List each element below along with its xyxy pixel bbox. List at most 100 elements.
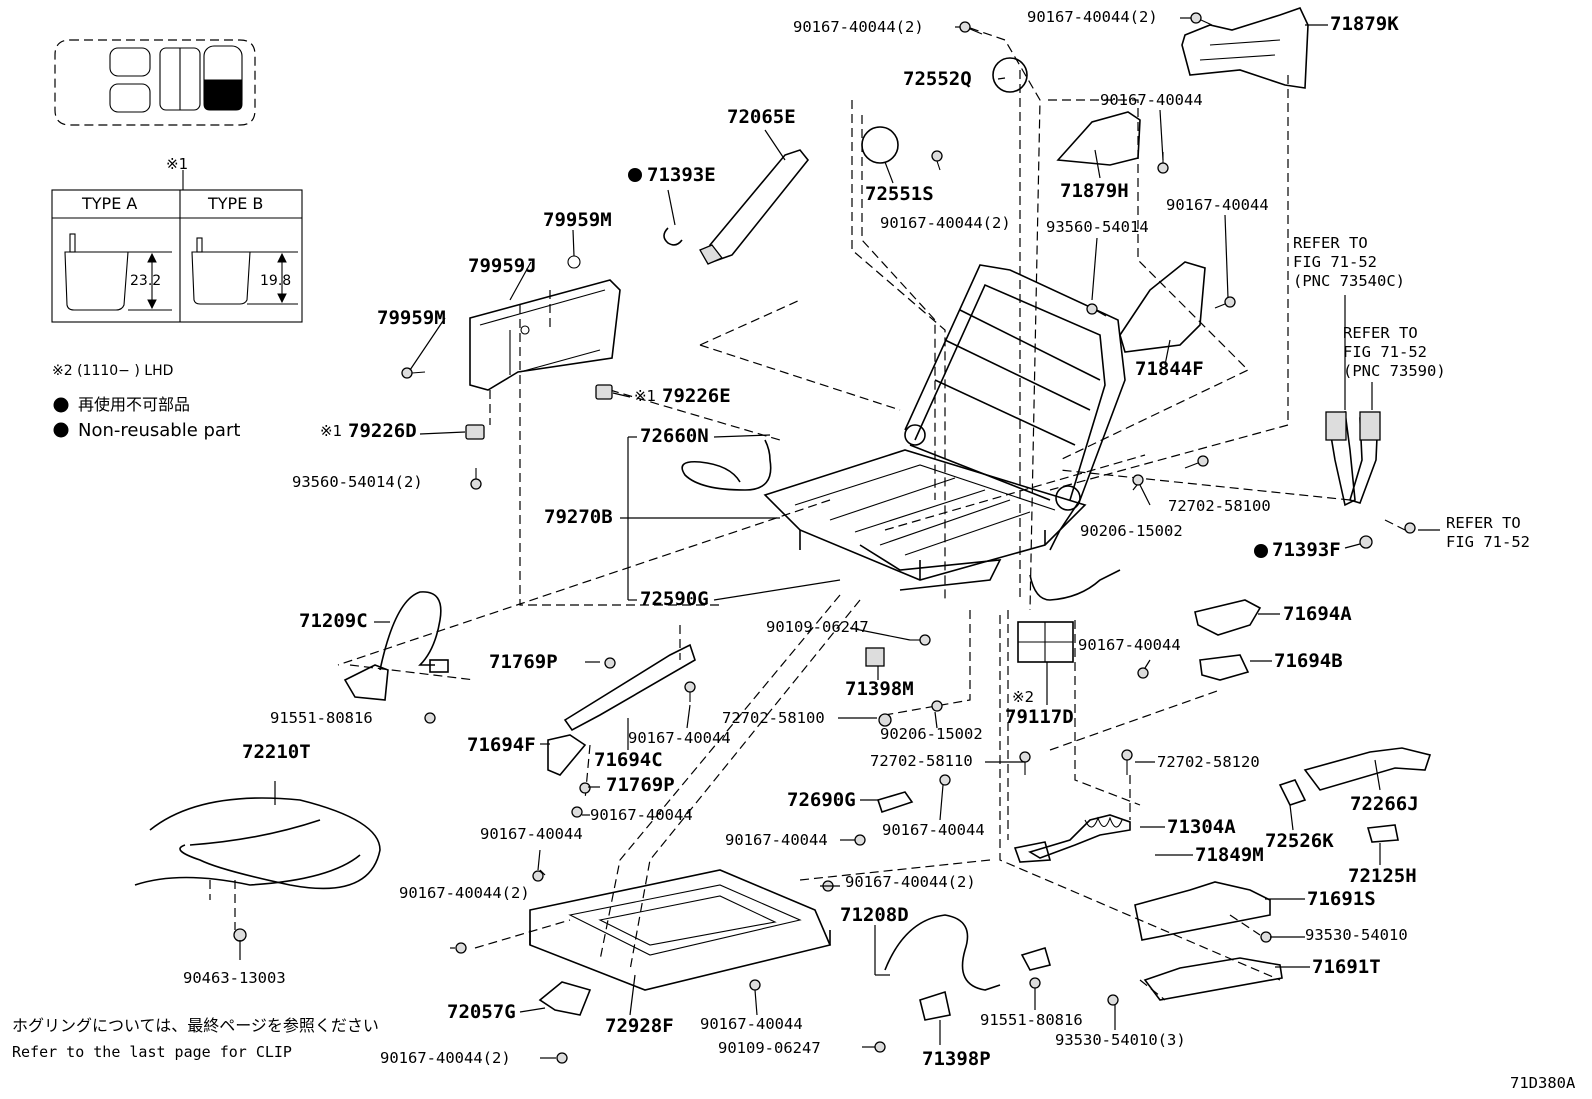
fasteners [233,12,1416,1064]
bolt-label: 90167-40044(2) [380,1049,511,1067]
bolt-label: 72702-58100 [1168,497,1271,515]
refer-text: FIG 71-52 [1293,253,1377,271]
label-71691t: 71691T [1312,956,1381,978]
bracket-72690g [876,791,914,814]
marker-79226e: ※1 [634,387,657,405]
bolt-label: 91551-80816 [980,1011,1083,1029]
strap-72065e [709,149,810,264]
label-71398m: 71398M [845,678,914,700]
bolt-label: 90109-06247 [766,618,869,636]
bolt-label: 72702-58100 [722,709,825,727]
type-b-header: TYPE B [208,194,264,213]
label-72057g: 72057G [447,1001,516,1023]
type-marker: ※1 [166,155,189,173]
bolt-label: 90167-40044(2) [793,18,924,36]
label-71694f: 71694F [467,734,536,756]
non-reusable-dot-icon [627,167,643,186]
label-71304a: 71304A [1167,816,1236,838]
seat-position-icon [54,39,256,126]
cable-71209c [379,591,442,671]
label-71393f: 71393F [1272,539,1341,561]
marker-79226d: ※1 [320,422,343,440]
non-reusable-dot-icon-2 [1253,543,1269,562]
bolt-label: 90167-40044 [700,1015,803,1033]
cable-71208d [884,914,1001,991]
label-79226d: 79226D [348,420,417,442]
label-72065e: 72065E [727,106,796,128]
clip-note-jp: ホグリングについては、最終ページを参照ください [12,1016,379,1035]
type-a-header: TYPE A [82,194,138,213]
refer-text: (PNC 73590) [1343,362,1446,380]
label-71694a: 71694A [1283,603,1352,625]
label-71849m: 71849M [1195,844,1264,866]
non-reusable-jp: 再使用不可部品 [78,395,191,414]
bolt-label: 90167-40044(2) [399,884,530,902]
seat-belt-buckle [1325,410,1381,507]
part-72125h [1366,824,1399,843]
lhd-note: ※2 (1110− ) LHD [52,363,174,379]
label-71691s: 71691S [1307,888,1376,910]
label-71879h: 71879H [1060,180,1129,202]
label-71879k: 71879K [1330,13,1399,35]
harness-72660n [681,439,772,491]
refer-text: (PNC 73540C) [1293,272,1405,290]
refer-text: FIG 71-52 [1343,343,1427,361]
label-72690g: 72690G [787,789,856,811]
bolt-label: 90167-40044 [882,821,985,839]
assembly-guides [209,27,1406,1001]
figure-id: 71D380A [1510,1074,1576,1092]
label-79959m-left: 79959M [377,307,446,329]
label-71209c: 71209C [299,610,368,632]
rail-71691s [1134,881,1271,941]
label-71844f: 71844F [1135,358,1204,380]
trim-72057g [538,981,592,1016]
bolt-label: 93560-54014(2) [292,473,423,491]
label-79959m-top: 79959M [543,209,612,231]
label-72660n: 72660N [640,425,709,447]
bolt-label: 90167-40044(2) [1027,8,1158,26]
label-79270b: 79270B [544,506,613,528]
cover-71879k [1181,7,1309,89]
cover-71694a [1194,599,1262,636]
cable-72210t [134,797,381,890]
label-72590g: 72590G [640,588,709,610]
refer-text: FIG 71-52 [1446,533,1530,551]
spring-71304a [1028,814,1131,859]
label-79117d: 79117D [1005,706,1074,728]
label-72266j: 72266J [1350,793,1419,815]
dim-type-a: 23.2 [130,273,162,289]
label-72526k: 72526K [1265,830,1334,852]
label-71769p-bottom: 71769P [606,774,675,796]
leader-lines [239,17,1440,1059]
hog-ring-71393e [663,227,683,246]
bolt-label: 93530-54010(3) [1055,1031,1186,1049]
bolt-label: 90167-40044 [480,825,583,843]
type-table [51,170,303,323]
bolt-label: 90167-40044 [628,729,731,747]
bolt-label: 90109-06247 [718,1039,821,1057]
bolt-label: 90167-40044(2) [845,873,976,891]
shield-79959j [469,279,621,391]
refer-text: REFER TO [1343,324,1418,342]
bolt-label: 91551-80816 [270,709,373,727]
label-72210t: 72210T [242,741,311,763]
refer-text: REFER TO [1446,514,1521,532]
bolt-label: 90206-15002 [880,725,983,743]
bolt-label: 72702-58110 [870,752,973,770]
clip-note-en: Refer to the last page for CLIP [12,1043,292,1061]
label-72552q: 72552Q [903,68,972,90]
label-71393e: 71393E [647,164,716,186]
label-71208d: 71208D [840,904,909,926]
bolt-label: 90167-40044(2) [880,214,1011,232]
label-71694b: 71694B [1274,650,1343,672]
bracket-71879h [1056,111,1141,166]
base-frame-72928f [529,869,832,991]
bolt-label: 90167-40044 [1078,636,1181,654]
label-72551s: 72551S [865,183,934,205]
cover-71844f [1119,261,1206,353]
bolt-label: 93530-54010 [1305,926,1408,944]
label-72125h: 72125H [1348,865,1417,887]
label-79226e: 79226E [662,385,731,407]
non-reusable-en: Non-reusable part [78,420,241,441]
refer-text: REFER TO [1293,234,1368,252]
